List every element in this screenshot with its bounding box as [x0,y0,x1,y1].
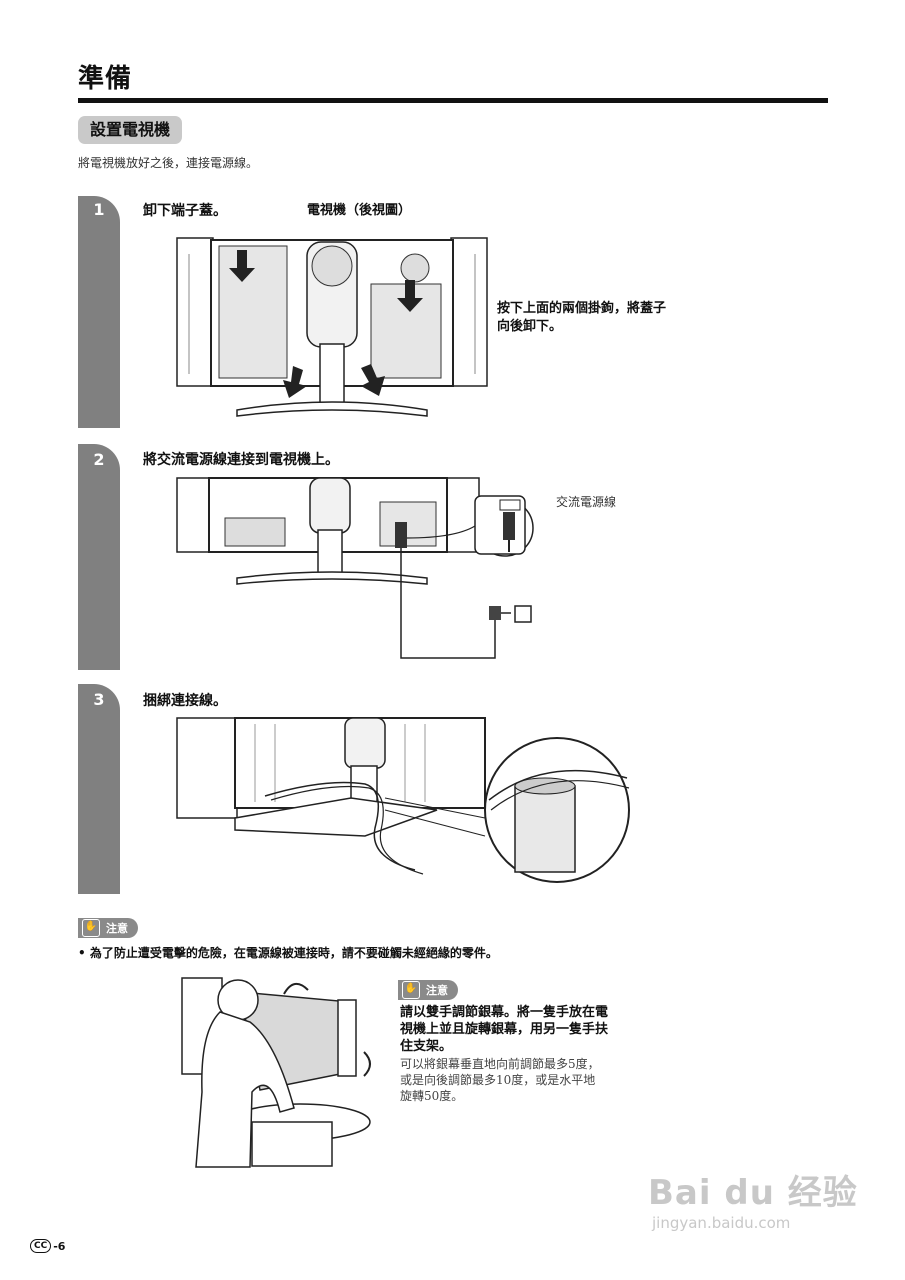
page-footer: CC -6 [30,1239,65,1253]
region-badge: CC [30,1239,52,1253]
section-title: 設置電視機 [78,116,183,144]
tv-back-illustration [176,237,488,417]
power-cord-callout: 交流電源線 [556,495,617,509]
person-adjusting-tv-illustration [181,977,371,1168]
intro-text: 將電視機放好之後，連接電源線。 [78,156,259,170]
watermark-url: jingyan.baidu.com [652,1214,791,1232]
caution2-body-text: 可以將銀幕垂直地向前調節最多5度，或是向後調節最多10度，或是水平地旋轉50度。 [400,1057,600,1103]
page-title: 準備 [78,64,133,94]
title-rule [78,98,828,103]
caution2-bold-text: 請以雙手調節銀幕。將一隻手放在電視機上並且旋轉銀幕，用另一隻手扶住支架。 [400,1005,609,1054]
step-1-bar [78,196,120,428]
step-2-bar [78,444,120,670]
caution-bullet-text: 為了防止遭受電擊的危險，在電源線被連接時，請不要碰觸未經絕緣的零件。 [89,946,498,960]
caution-label: 注意 [106,922,128,935]
caution-hand-icon: ✋ [82,919,100,937]
caution-badge: ✋ 注意 [78,918,138,938]
watermark-brand: Bai du 经验 [648,1173,858,1213]
tv-power-illustration [176,477,534,659]
step-2-title: 將交流電源線連接到電視機上。 [143,452,339,468]
step-3-number: 3 [93,690,105,709]
caution2-hand-icon: ✋ [402,981,420,999]
step-1-title: 卸下端子蓋。 [143,203,227,219]
step-3-bar [78,684,120,894]
page-number: -6 [53,1239,66,1253]
caution-bullet: • 為了防止遭受電擊的危險，在電源線被連接時，請不要碰觸未經絕緣的零件。 [78,944,498,961]
cable-binding-illustration [176,717,630,883]
step-1-note: 按下上面的兩個掛鉤，將蓋子向後卸下。 [497,301,667,334]
step-3-title: 捆綁連接線。 [143,693,227,709]
caution2-label: 注意 [426,984,448,997]
caution2-badge: ✋ 注意 [398,980,458,1000]
figure-caption: 電視機（後視圖） [307,203,412,218]
bullet-dot: • [78,946,86,960]
step-1-number: 1 [93,200,105,219]
step-2-number: 2 [93,450,105,469]
